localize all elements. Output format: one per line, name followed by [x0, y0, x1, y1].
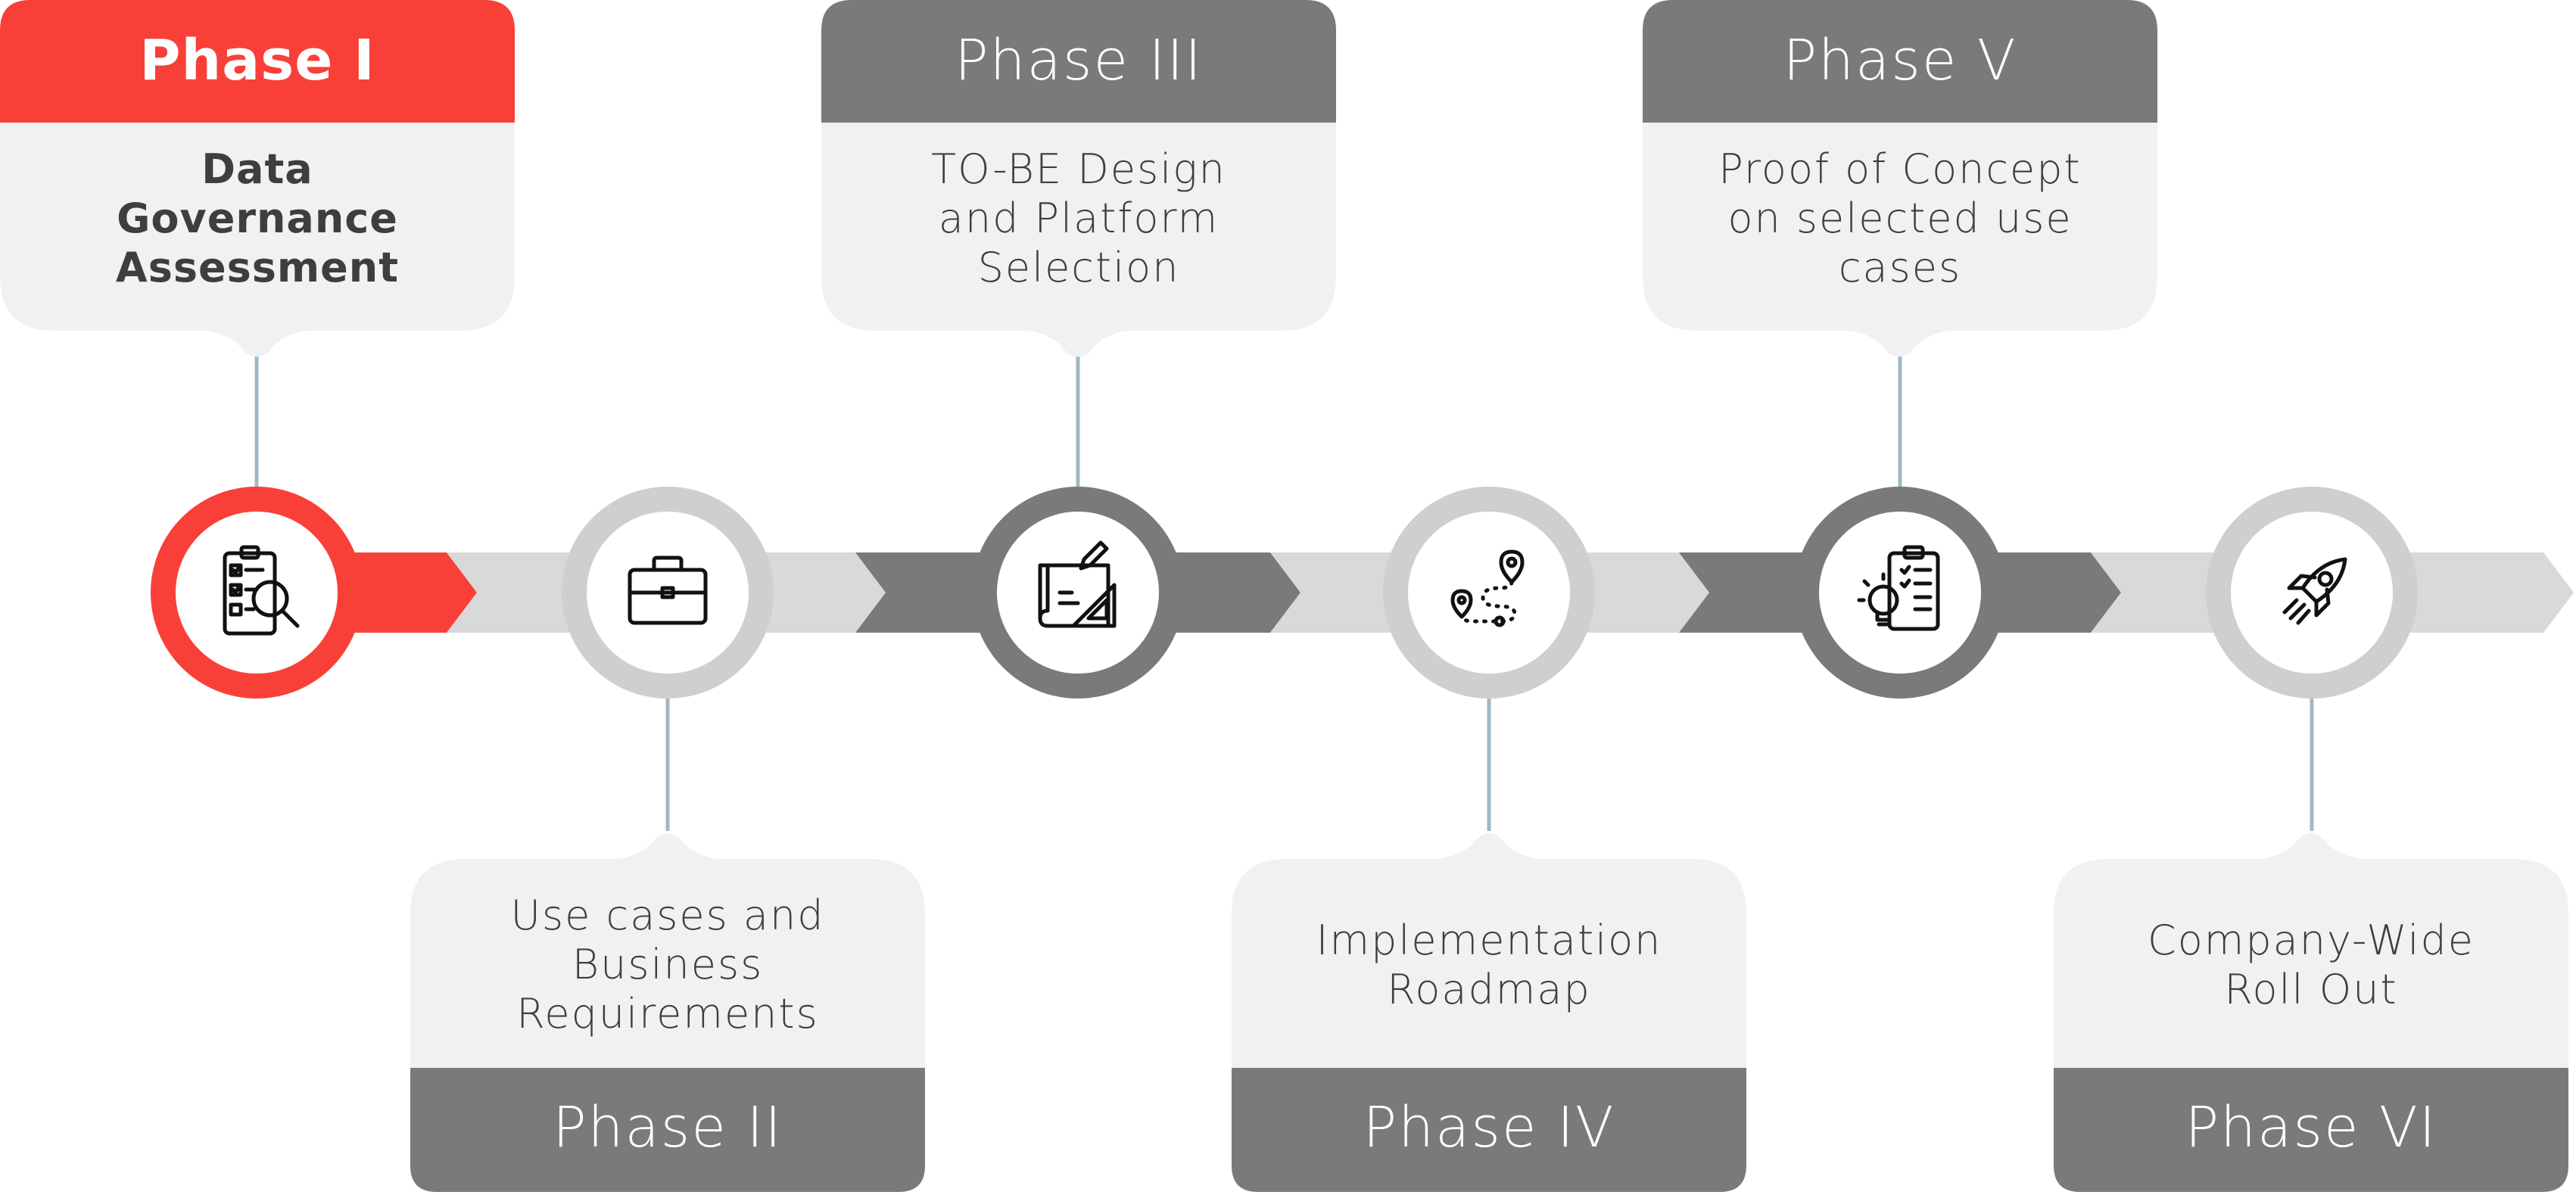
- phase-2-card: Use cases and Business Requirements Phas…: [410, 833, 925, 1192]
- phase-4-node: [1383, 487, 1595, 699]
- phase-1-node: [151, 487, 363, 699]
- phase-2-description-line-2: Business: [572, 941, 763, 988]
- phase-6-description-line-1: Company-Wide: [2148, 916, 2475, 964]
- phase-3-inner: [997, 512, 1159, 674]
- phase-5-description-line-1: Proof of Concept: [1718, 145, 2081, 193]
- phase-6-card-body: [2054, 833, 2568, 1071]
- phase-6-node: [2206, 487, 2418, 699]
- briefcase-icon: [628, 555, 708, 625]
- phase-5-card: Phase V Proof of Concept on selected use…: [1643, 0, 2157, 357]
- phase-1-header: [0, 0, 515, 123]
- phase-1-card-body: [0, 121, 515, 357]
- phase-4-title: Phase IV: [1363, 1095, 1615, 1160]
- phase-4-description-line-2: Roadmap: [1387, 966, 1590, 1013]
- route-map-icon: [1450, 549, 1525, 627]
- phase-2-header: [410, 1068, 925, 1192]
- phase-3-header: [821, 0, 1336, 123]
- phase-2-card-body: [410, 833, 925, 1071]
- rocket-icon: [2282, 557, 2347, 625]
- phase-2-title: Phase II: [553, 1095, 783, 1160]
- phase-4-card-body: [1232, 833, 1746, 1071]
- phase-5-inner: [1819, 512, 1981, 674]
- phase-1-title: Phase I: [139, 28, 375, 93]
- phase-5-description-line-2: on selected use: [1727, 194, 2072, 242]
- phase-5-title: Phase V: [1783, 28, 2017, 93]
- phase-5-description-line-3: cases: [1839, 244, 1961, 291]
- clipboard-search-icon: [223, 545, 300, 636]
- phase-4-card: Implementation Roadmap Phase IV: [1232, 833, 1746, 1192]
- phase-5-card-body: [1643, 121, 2157, 357]
- blueprint-design-icon: [1038, 540, 1117, 628]
- phase-1-description-line-1: Data: [201, 145, 313, 193]
- phase-3-description-line-1: TO-BE Design: [931, 145, 1226, 193]
- phase-3-description-line-3: Selection: [978, 244, 1180, 291]
- phase-4-description-line-1: Implementation: [1316, 916, 1662, 964]
- phase-6-inner: [2231, 512, 2393, 674]
- phase-5-node: [1794, 487, 2006, 699]
- phase-3-node: [972, 487, 1184, 699]
- phase-4-inner: [1408, 512, 1570, 674]
- phase-2-description-line-1: Use cases and: [510, 892, 824, 939]
- connector-lines: [254, 356, 2314, 831]
- phase-3-card-body: [821, 121, 1336, 357]
- phase-6-card: Company-Wide Roll Out Phase VI: [2054, 833, 2568, 1192]
- phase-3-title: Phase III: [955, 28, 1203, 93]
- clipboard-idea-icon: [1857, 545, 1940, 631]
- phase-6-header: [2054, 1068, 2568, 1192]
- phase-1-description-line-3: Assessment: [116, 244, 399, 291]
- phase-3-card: Phase III TO-BE Design and Platform Sele…: [821, 0, 1336, 357]
- phase-1-description-line-2: Governance: [117, 194, 398, 242]
- phase-2-description-line-3: Requirements: [516, 990, 818, 1038]
- phase-4-header: [1232, 1068, 1746, 1192]
- phase-6-description-line-2: Roll Out: [2224, 966, 2397, 1013]
- phase-3-description-line-2: and Platform: [939, 194, 1219, 242]
- phase-6-title: Phase VI: [2185, 1095, 2437, 1160]
- phase-2-node: [562, 487, 774, 699]
- phase-1-card: Phase I Data Governance Assessment: [0, 0, 515, 357]
- phase-5-header: [1643, 0, 2157, 123]
